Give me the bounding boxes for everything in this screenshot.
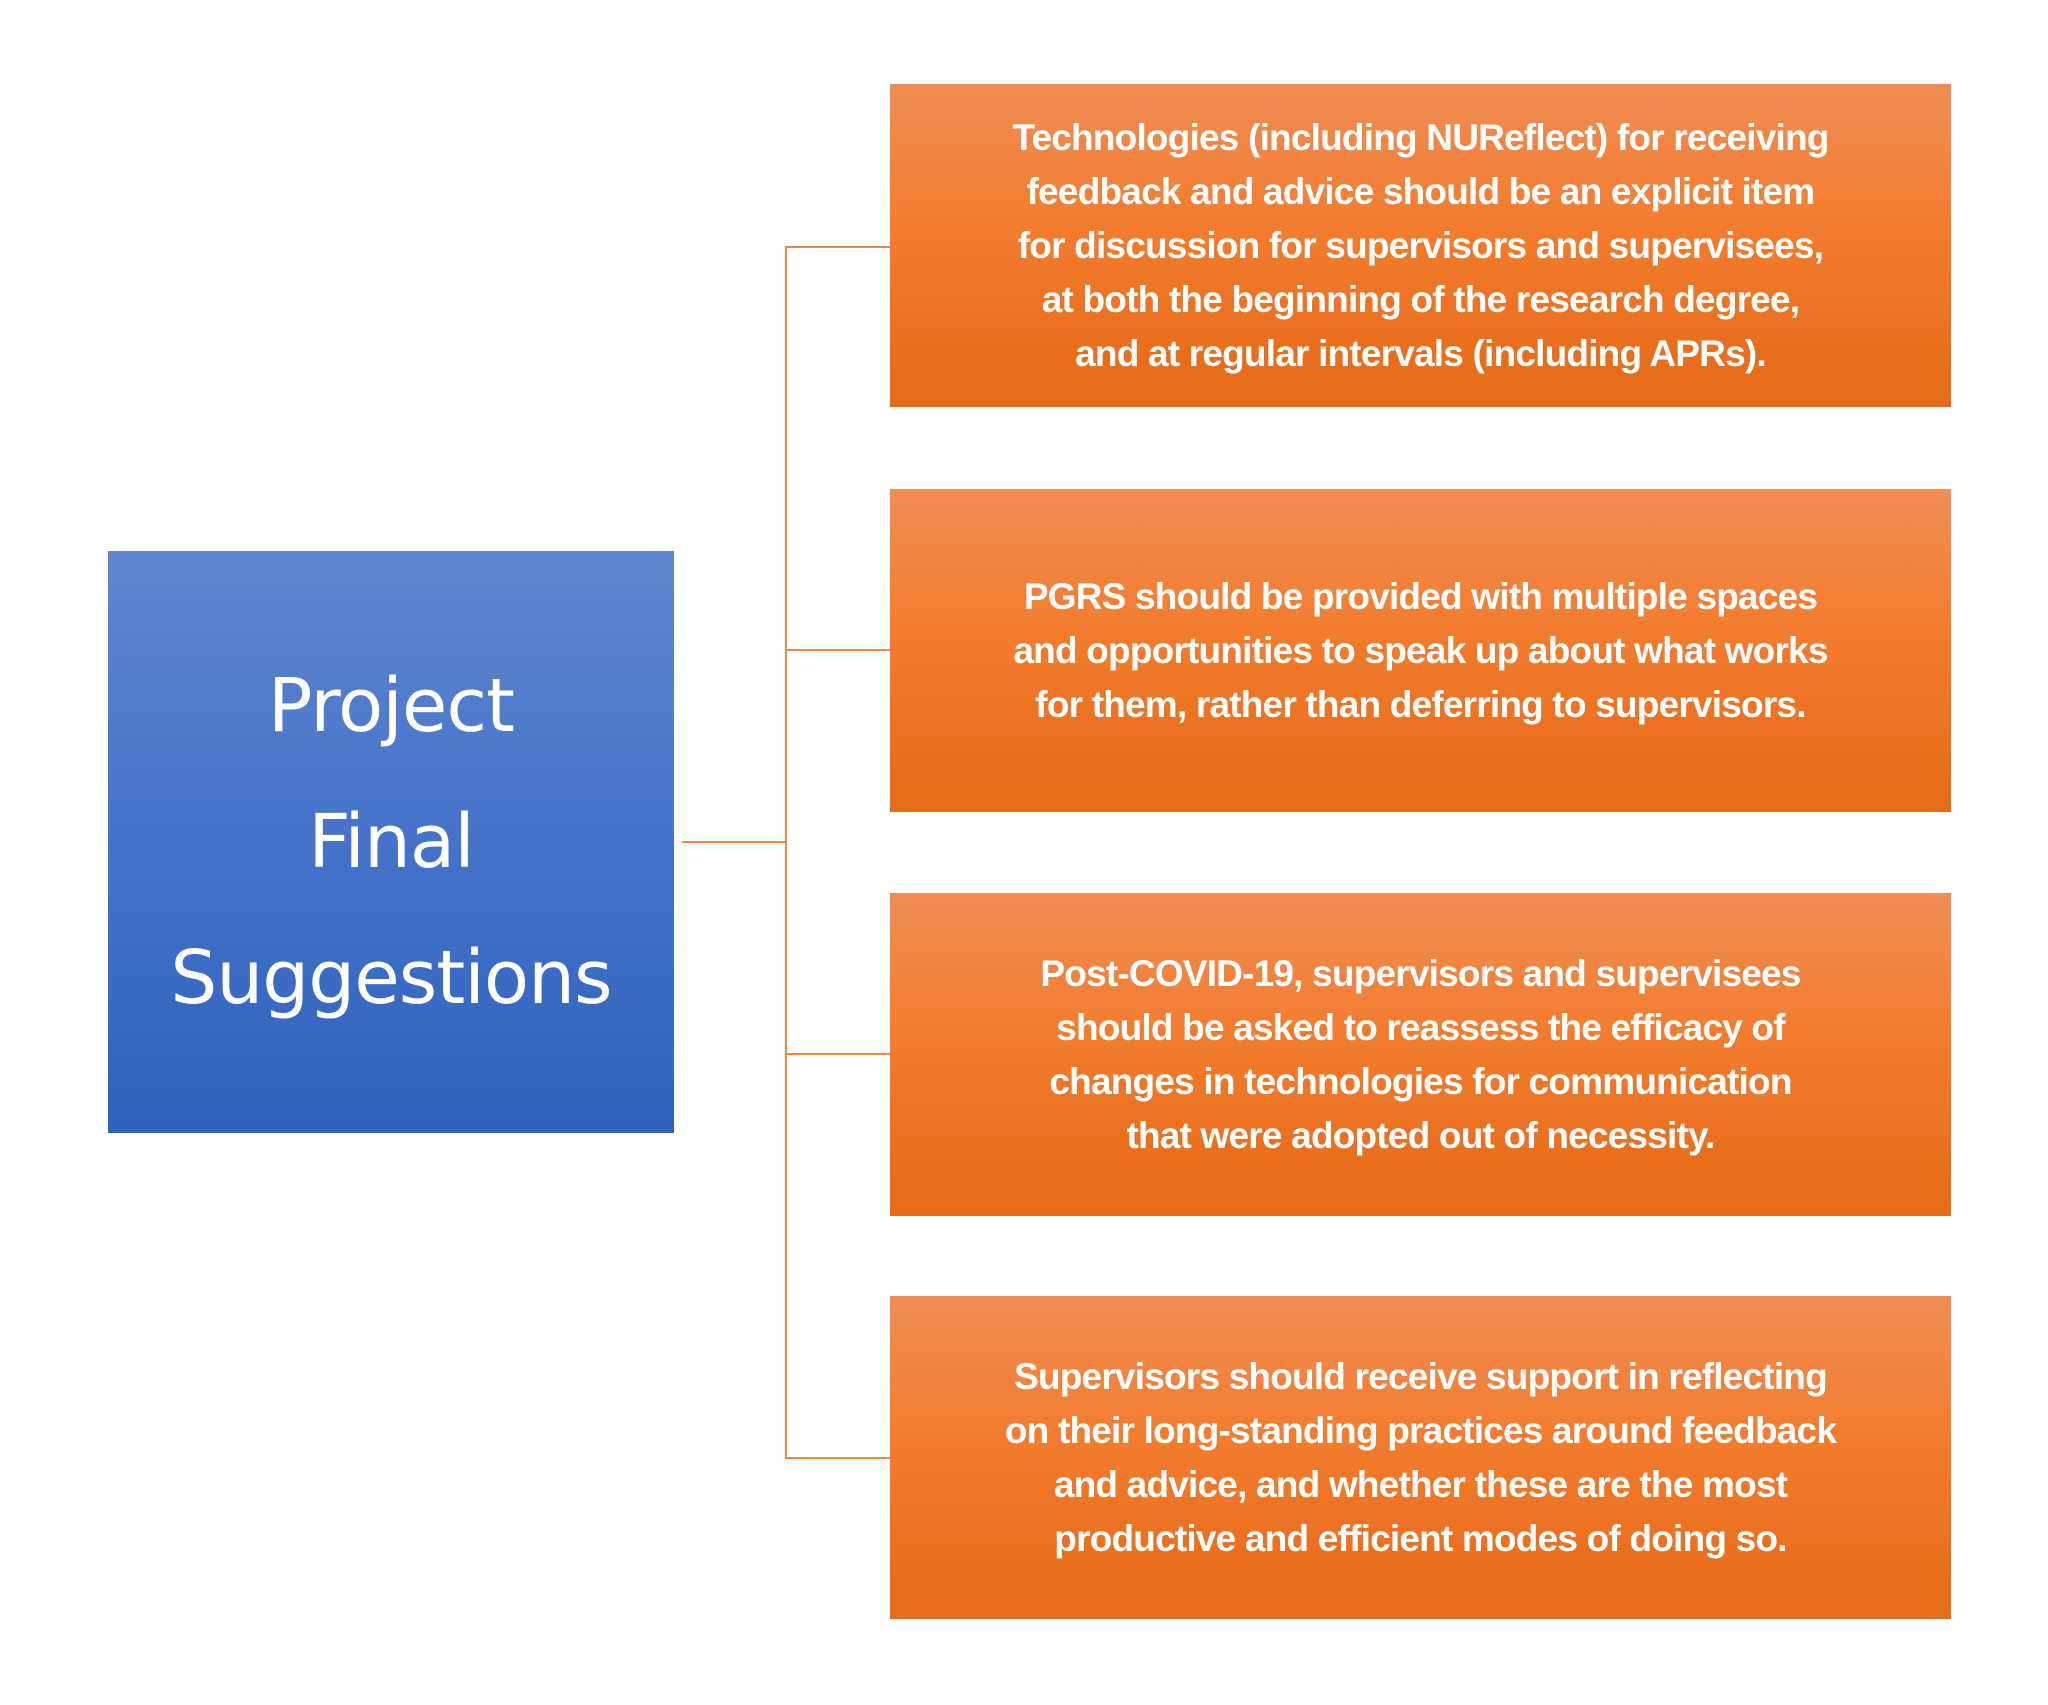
- root-title: Project Final Suggestions: [170, 638, 612, 1046]
- child-text-line: and advice, and whether these are the mo…: [1053, 1463, 1788, 1505]
- child-text-line: on their long-standing practices around …: [1004, 1409, 1837, 1451]
- child-text-line: Supervisors should receive support in re…: [1014, 1355, 1828, 1397]
- child-node-post-covid: Post-COVID-19, supervisors and supervise…: [890, 893, 1951, 1216]
- child-node-technologies-feedback: Technologies (including NUReflect) for r…: [890, 84, 1951, 407]
- child-text-line: Technologies (including NUReflect) for r…: [1012, 116, 1829, 158]
- child-text-line: feedback and advice should be an explici…: [1026, 170, 1816, 212]
- child-text-line: for discussion for supervisors and super…: [1017, 224, 1824, 266]
- child-node-text: Technologies (including NUReflect) for r…: [1012, 111, 1829, 381]
- child-text-line: should be asked to reassess the efficacy…: [1056, 1006, 1785, 1048]
- root-title-line: Suggestions: [170, 935, 612, 1021]
- child-text-line: and at regular intervals (including APRs…: [1075, 332, 1767, 374]
- child-text-line: at both the beginning of the research de…: [1041, 278, 1800, 320]
- root-title-line: Final: [308, 799, 475, 885]
- connector-trunk: [785, 246, 787, 1459]
- root-node-project-final-suggestions: Project Final Suggestions: [108, 551, 674, 1133]
- child-node-text: Supervisors should receive support in re…: [1004, 1350, 1837, 1566]
- root-title-line: Project: [267, 663, 515, 749]
- connector-branch-1: [785, 246, 891, 248]
- connector-branch-3: [785, 1053, 891, 1055]
- connector-branch-2: [785, 649, 891, 651]
- child-node-pgrs-spaces: PGRS should be provided with multiple sp…: [890, 489, 1951, 812]
- child-text-line: productive and efficient modes of doing …: [1054, 1517, 1787, 1559]
- connector-branch-4: [785, 1457, 891, 1459]
- connector-root-stem: [682, 841, 787, 843]
- child-text-line: PGRS should be provided with multiple sp…: [1023, 575, 1818, 617]
- child-node-text: Post-COVID-19, supervisors and supervise…: [1040, 947, 1801, 1163]
- child-text-line: and opportunities to speak up about what…: [1013, 629, 1828, 671]
- child-text-line: that were adopted out of necessity.: [1126, 1114, 1715, 1156]
- child-text-line: for them, rather than deferring to super…: [1035, 683, 1806, 725]
- child-node-supervisor-support: Supervisors should receive support in re…: [890, 1296, 1951, 1619]
- child-text-line: Post-COVID-19, supervisors and supervise…: [1040, 952, 1801, 994]
- child-text-line: changes in technologies for communicatio…: [1049, 1060, 1792, 1102]
- child-node-text: PGRS should be provided with multiple sp…: [1013, 570, 1828, 732]
